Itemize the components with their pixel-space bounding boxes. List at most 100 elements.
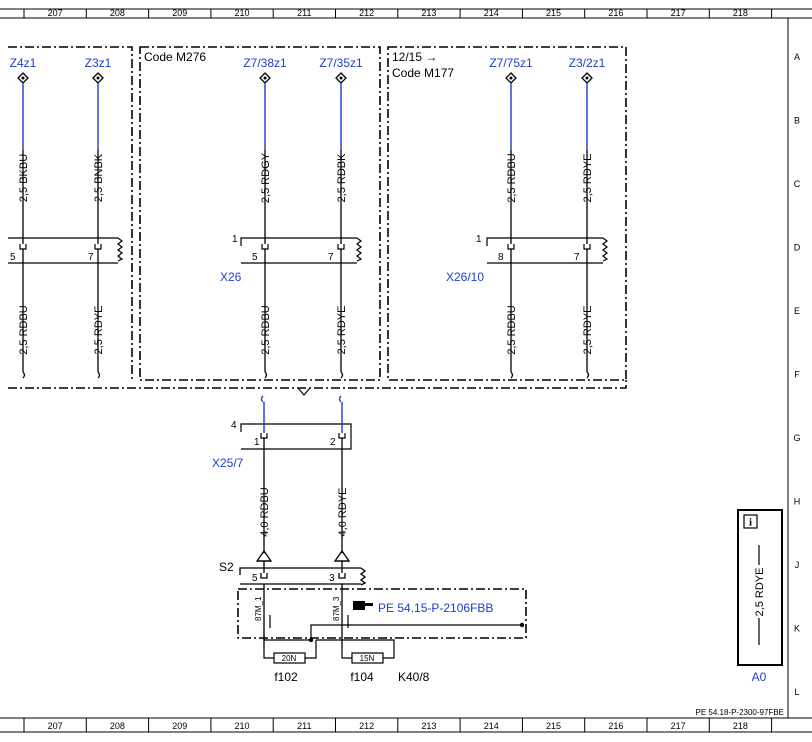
relay-ref-link[interactable]: PE 54.15-P-2106FBB xyxy=(378,601,493,615)
wire-column: 2,5 RDBU 2,5 RDBU xyxy=(505,72,518,379)
wire-column: 2,5 BNBK 2,5 RDYE xyxy=(92,72,105,379)
pin-left-5: 5 xyxy=(10,252,16,263)
pin-x26-5: 5 xyxy=(252,252,258,263)
relay-contact-3: 87M_3 xyxy=(332,596,341,621)
wire-label-mid: 2,5 RDYE xyxy=(336,306,348,355)
ruler: 2072072082082092092102102112112122122132… xyxy=(0,8,812,733)
fuse-wiring xyxy=(263,639,395,664)
pin-s2-5: 5 xyxy=(252,573,258,584)
pin-x257-1: 1 xyxy=(254,437,260,448)
wire-label-mid: 2,5 RDYE xyxy=(93,306,105,355)
code-m177-label: Code M177 xyxy=(392,66,454,80)
wire-label-mid: 2,5 RDBU xyxy=(18,305,30,355)
ruler-col-top: 211 xyxy=(297,8,311,18)
ground-a0[interactable]: A0 xyxy=(752,670,767,684)
bottom-bus-line xyxy=(8,380,627,389)
wire-column: 2,5 RDYE 2,5 RDYE xyxy=(581,72,594,379)
wire-label-top: 2,5 BNBK xyxy=(93,153,105,202)
ruler-col-top: 208 xyxy=(110,8,125,18)
bus-notch xyxy=(297,387,311,396)
code-m276-label: Code M276 xyxy=(144,50,206,64)
ruler-col-top: 214 xyxy=(484,8,499,18)
signal-z4z1: Z4z1 xyxy=(10,56,37,70)
wire-column: 2,5 RDGY 2,5 RDBU xyxy=(259,72,272,379)
ruler-col-top: 217 xyxy=(671,8,686,18)
wire-label-mid: 2,5 RDBU xyxy=(506,305,518,355)
info-icon[interactable]: i xyxy=(743,514,758,529)
ruler-col-top: 212 xyxy=(359,8,374,18)
ruler-col-top: 209 xyxy=(172,8,187,18)
wire-label-lower-2: 4,0 RDYE xyxy=(337,488,349,537)
wire-column: 2,5 RDBK 2,5 RDYE xyxy=(335,72,348,379)
fuse-f104-label: f104 xyxy=(350,670,374,684)
signal-z7-35z1: Z7/35z1 xyxy=(319,56,363,70)
signal-z3z1: Z3z1 xyxy=(85,56,112,70)
wire-label-mid: 2,5 RDYE xyxy=(582,306,594,355)
group-borders xyxy=(8,46,627,389)
pin-x2610-8: 8 xyxy=(498,252,504,263)
ruler-row: H xyxy=(794,496,801,506)
pin-left-7: 7 xyxy=(88,252,94,263)
fuse-f102 xyxy=(273,652,306,664)
connector-s2: S2 xyxy=(219,560,234,574)
ruler-col-bottom: 217 xyxy=(671,721,686,731)
connector-x25-7: X25/7 xyxy=(212,456,244,470)
ruler-row: F xyxy=(794,369,800,379)
relay-box xyxy=(237,588,527,639)
pin-x257-2: 2 xyxy=(330,437,336,448)
relay-contact-1: 87M_1 xyxy=(254,596,263,621)
wire-label-top: 2,5 RDYE xyxy=(582,154,594,203)
fuse-f104-rating: 15N xyxy=(360,654,375,663)
ruler-row: L xyxy=(794,687,799,697)
ruler-row: C xyxy=(794,179,801,189)
wire-label-top: 2,5 RDBU xyxy=(506,153,518,203)
wire-label-top: 2,5 BKBU xyxy=(18,154,30,202)
ruler-row: J xyxy=(795,560,800,570)
wire-label-top: 2,5 RDBK xyxy=(336,153,348,203)
ruler-row: G xyxy=(793,433,800,443)
ruler-col-top: 210 xyxy=(235,8,250,18)
module-k40-8: K40/8 xyxy=(398,670,430,684)
ruler-col-bottom: 216 xyxy=(608,721,623,731)
s2-block xyxy=(239,549,367,586)
code-m177-date: 12/15 → xyxy=(392,50,437,64)
ruler-col-bottom: 207 xyxy=(48,721,63,731)
code-m177-box xyxy=(387,46,627,381)
svg-text:i: i xyxy=(749,517,752,529)
pointing-hand-icon[interactable] xyxy=(353,601,373,610)
wire-label-lower-1: 4,0 RDBU xyxy=(259,487,271,537)
ruler-col-bottom: 214 xyxy=(484,721,499,731)
pin-x26-7: 7 xyxy=(328,252,334,263)
connector-blocks xyxy=(8,237,609,264)
pin-x2610-1: 1 xyxy=(476,234,482,245)
connector-x26: X26 xyxy=(220,270,242,284)
pin-x26-1: 1 xyxy=(232,234,238,245)
ruler-col-top: 216 xyxy=(608,8,623,18)
pin-s2-3: 3 xyxy=(329,573,335,584)
ruler-col-bottom: 209 xyxy=(172,721,187,731)
ruler-row: B xyxy=(794,115,800,125)
ruler-col-top: 215 xyxy=(546,8,561,18)
wire-label-top: 2,5 RDGY xyxy=(260,152,272,203)
code-m276-box xyxy=(139,46,381,381)
ruler-col-bottom: 208 xyxy=(110,721,125,731)
left-group-border xyxy=(8,46,133,380)
ruler-col-top: 213 xyxy=(421,8,436,18)
ruler-col-bottom: 212 xyxy=(359,721,374,731)
fuse-f102-label: f102 xyxy=(274,670,298,684)
doc-number: PE 54.18-P-2300-97FBE xyxy=(696,708,785,717)
pin-x257-4: 4 xyxy=(231,420,237,431)
ruler-col-top: 207 xyxy=(48,8,63,18)
ruler-col-top: 218 xyxy=(733,8,748,18)
signal-z3-2z1: Z3/2z1 xyxy=(569,56,606,70)
fuse-f104 xyxy=(351,652,384,664)
wire-column: 2,5 BKBU 2,5 RDBU xyxy=(17,72,30,379)
ruler-col-bottom: 215 xyxy=(546,721,561,731)
ruler-col-bottom: 211 xyxy=(297,721,311,731)
connector-x25-7-block xyxy=(240,423,352,450)
ruler-row: E xyxy=(794,306,800,316)
info-box xyxy=(737,509,783,666)
wire-label-mid: 2,5 RDBU xyxy=(260,305,272,355)
fuse-f102-rating: 20N xyxy=(282,654,297,663)
